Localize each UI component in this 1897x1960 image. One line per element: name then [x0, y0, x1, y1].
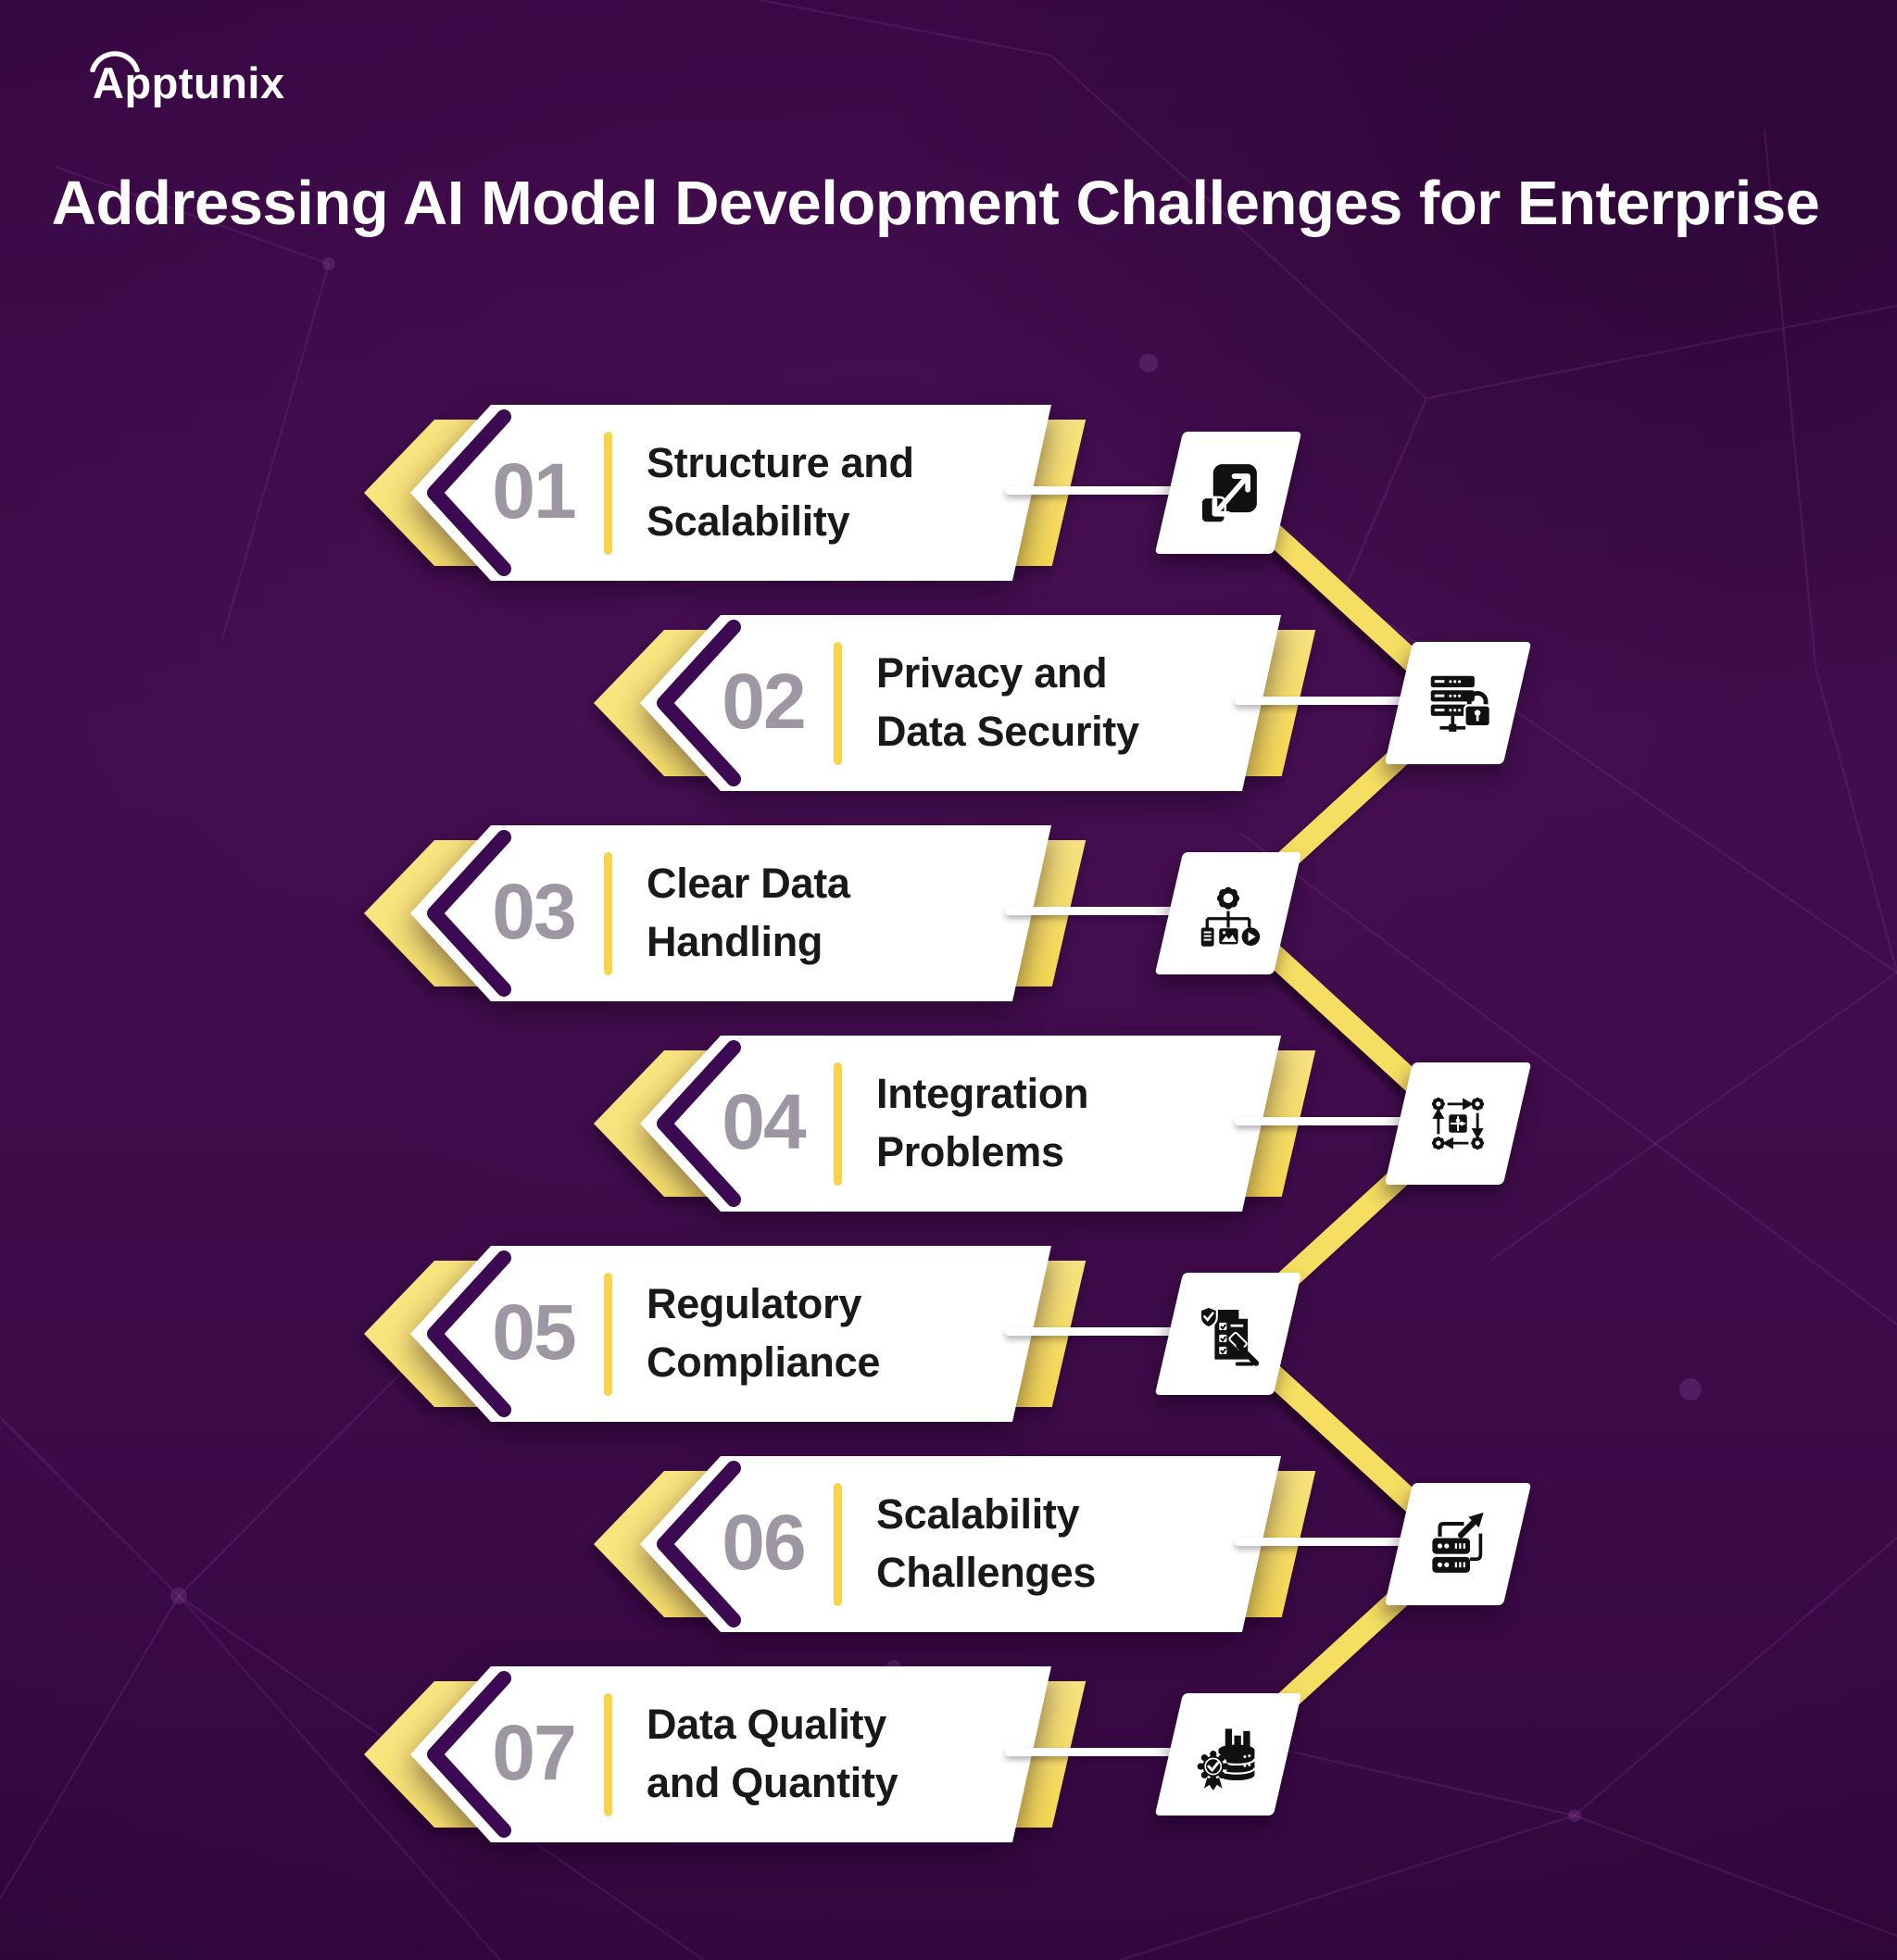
item-label: Privacy and Data Security — [876, 649, 1139, 755]
item-05: 05 Regulatory Compliance — [0, 1246, 1897, 1422]
connector-line — [1005, 486, 1204, 495]
item-number: 04 — [722, 1078, 806, 1165]
icon-card — [1154, 1273, 1302, 1395]
divider-line — [834, 1483, 842, 1606]
item-label: Data Quality and Quantity — [647, 1701, 898, 1806]
database-quality-badge-icon — [1197, 1728, 1256, 1790]
title-line-2: Challenges for Enterprise — [1075, 169, 1820, 238]
item-label: Clear Data Handling — [647, 860, 850, 965]
title-line-1: Addressing AI Model Development — [51, 169, 1060, 238]
item-01: 01 Structure and Scalability — [0, 405, 1897, 581]
divider-line — [834, 642, 842, 765]
chevron-outline-icon — [427, 830, 511, 997]
item-06: 06 Scalability Challenges — [0, 1456, 1897, 1632]
icon-card — [1384, 642, 1532, 764]
chevron-outline-icon — [427, 409, 511, 576]
page-title: Addressing AI Model Development Challeng… — [0, 159, 1884, 247]
item-04: 04 Integration Problems — [0, 1036, 1897, 1212]
item-number: 01 — [492, 447, 576, 534]
connector-line — [1005, 1327, 1204, 1336]
icon-card — [1154, 852, 1302, 974]
item-number: 05 — [492, 1288, 576, 1376]
server-lock-icon — [1430, 675, 1492, 732]
gears-puzzle-cycle-icon — [1431, 1097, 1485, 1150]
checklist-gavel-icon — [1199, 1305, 1260, 1366]
connector-line — [1235, 697, 1434, 705]
divider-line — [834, 1062, 842, 1186]
item-number: 06 — [722, 1499, 806, 1586]
brand-logo: Apptunix — [90, 51, 285, 108]
connector-line — [1005, 907, 1204, 915]
connector-line — [1235, 1538, 1434, 1546]
divider-line — [604, 1273, 612, 1396]
server-growth-icon — [1432, 1512, 1484, 1573]
connector-line — [1005, 1748, 1204, 1756]
banner-arrow: 04 Integration Problems — [640, 1036, 1281, 1212]
item-label: Integration Problems — [876, 1070, 1089, 1175]
chevron-outline-icon — [427, 1250, 511, 1417]
chevron-outline-icon — [657, 1040, 741, 1207]
logo-text: Apptunix — [93, 58, 285, 107]
item-02: 02 Privacy and Data Security — [0, 615, 1897, 791]
expand-arrows-icon — [1200, 464, 1257, 524]
item-number: 03 — [492, 868, 576, 955]
banner-arrow: 05 Regulatory Compliance — [410, 1246, 1051, 1422]
connector-line — [1235, 1117, 1434, 1125]
item-number: 02 — [722, 658, 806, 745]
banner-arrow: 03 Clear Data Handling — [410, 825, 1051, 1001]
chevron-outline-icon — [657, 1461, 741, 1627]
banner-arrow: 07 Data Quality and Quantity — [410, 1666, 1051, 1842]
banner-arrow: 02 Privacy and Data Security — [640, 615, 1281, 791]
item-number: 07 — [492, 1709, 576, 1796]
gear-data-processing-icon — [1200, 886, 1261, 947]
chevron-outline-icon — [657, 620, 741, 786]
item-label: Regulatory Compliance — [647, 1280, 881, 1386]
divider-line — [604, 432, 612, 555]
icon-card — [1384, 1483, 1532, 1605]
divider-line — [604, 852, 612, 975]
item-03: 03 Clear Data Handling — [0, 825, 1897, 1001]
item-label: Structure and Scalability — [647, 439, 914, 545]
icon-card — [1154, 1693, 1302, 1816]
chevron-outline-icon — [427, 1671, 511, 1838]
banner-arrow: 01 Structure and Scalability — [410, 405, 1051, 581]
icon-card — [1384, 1062, 1532, 1185]
divider-line — [604, 1693, 612, 1816]
item-label: Scalability Challenges — [876, 1490, 1097, 1596]
icon-card — [1154, 432, 1302, 554]
banner-arrow: 06 Scalability Challenges — [640, 1456, 1281, 1632]
item-07: 07 Data Quality and Quantity — [0, 1666, 1897, 1842]
logo-arc-icon — [90, 51, 140, 72]
